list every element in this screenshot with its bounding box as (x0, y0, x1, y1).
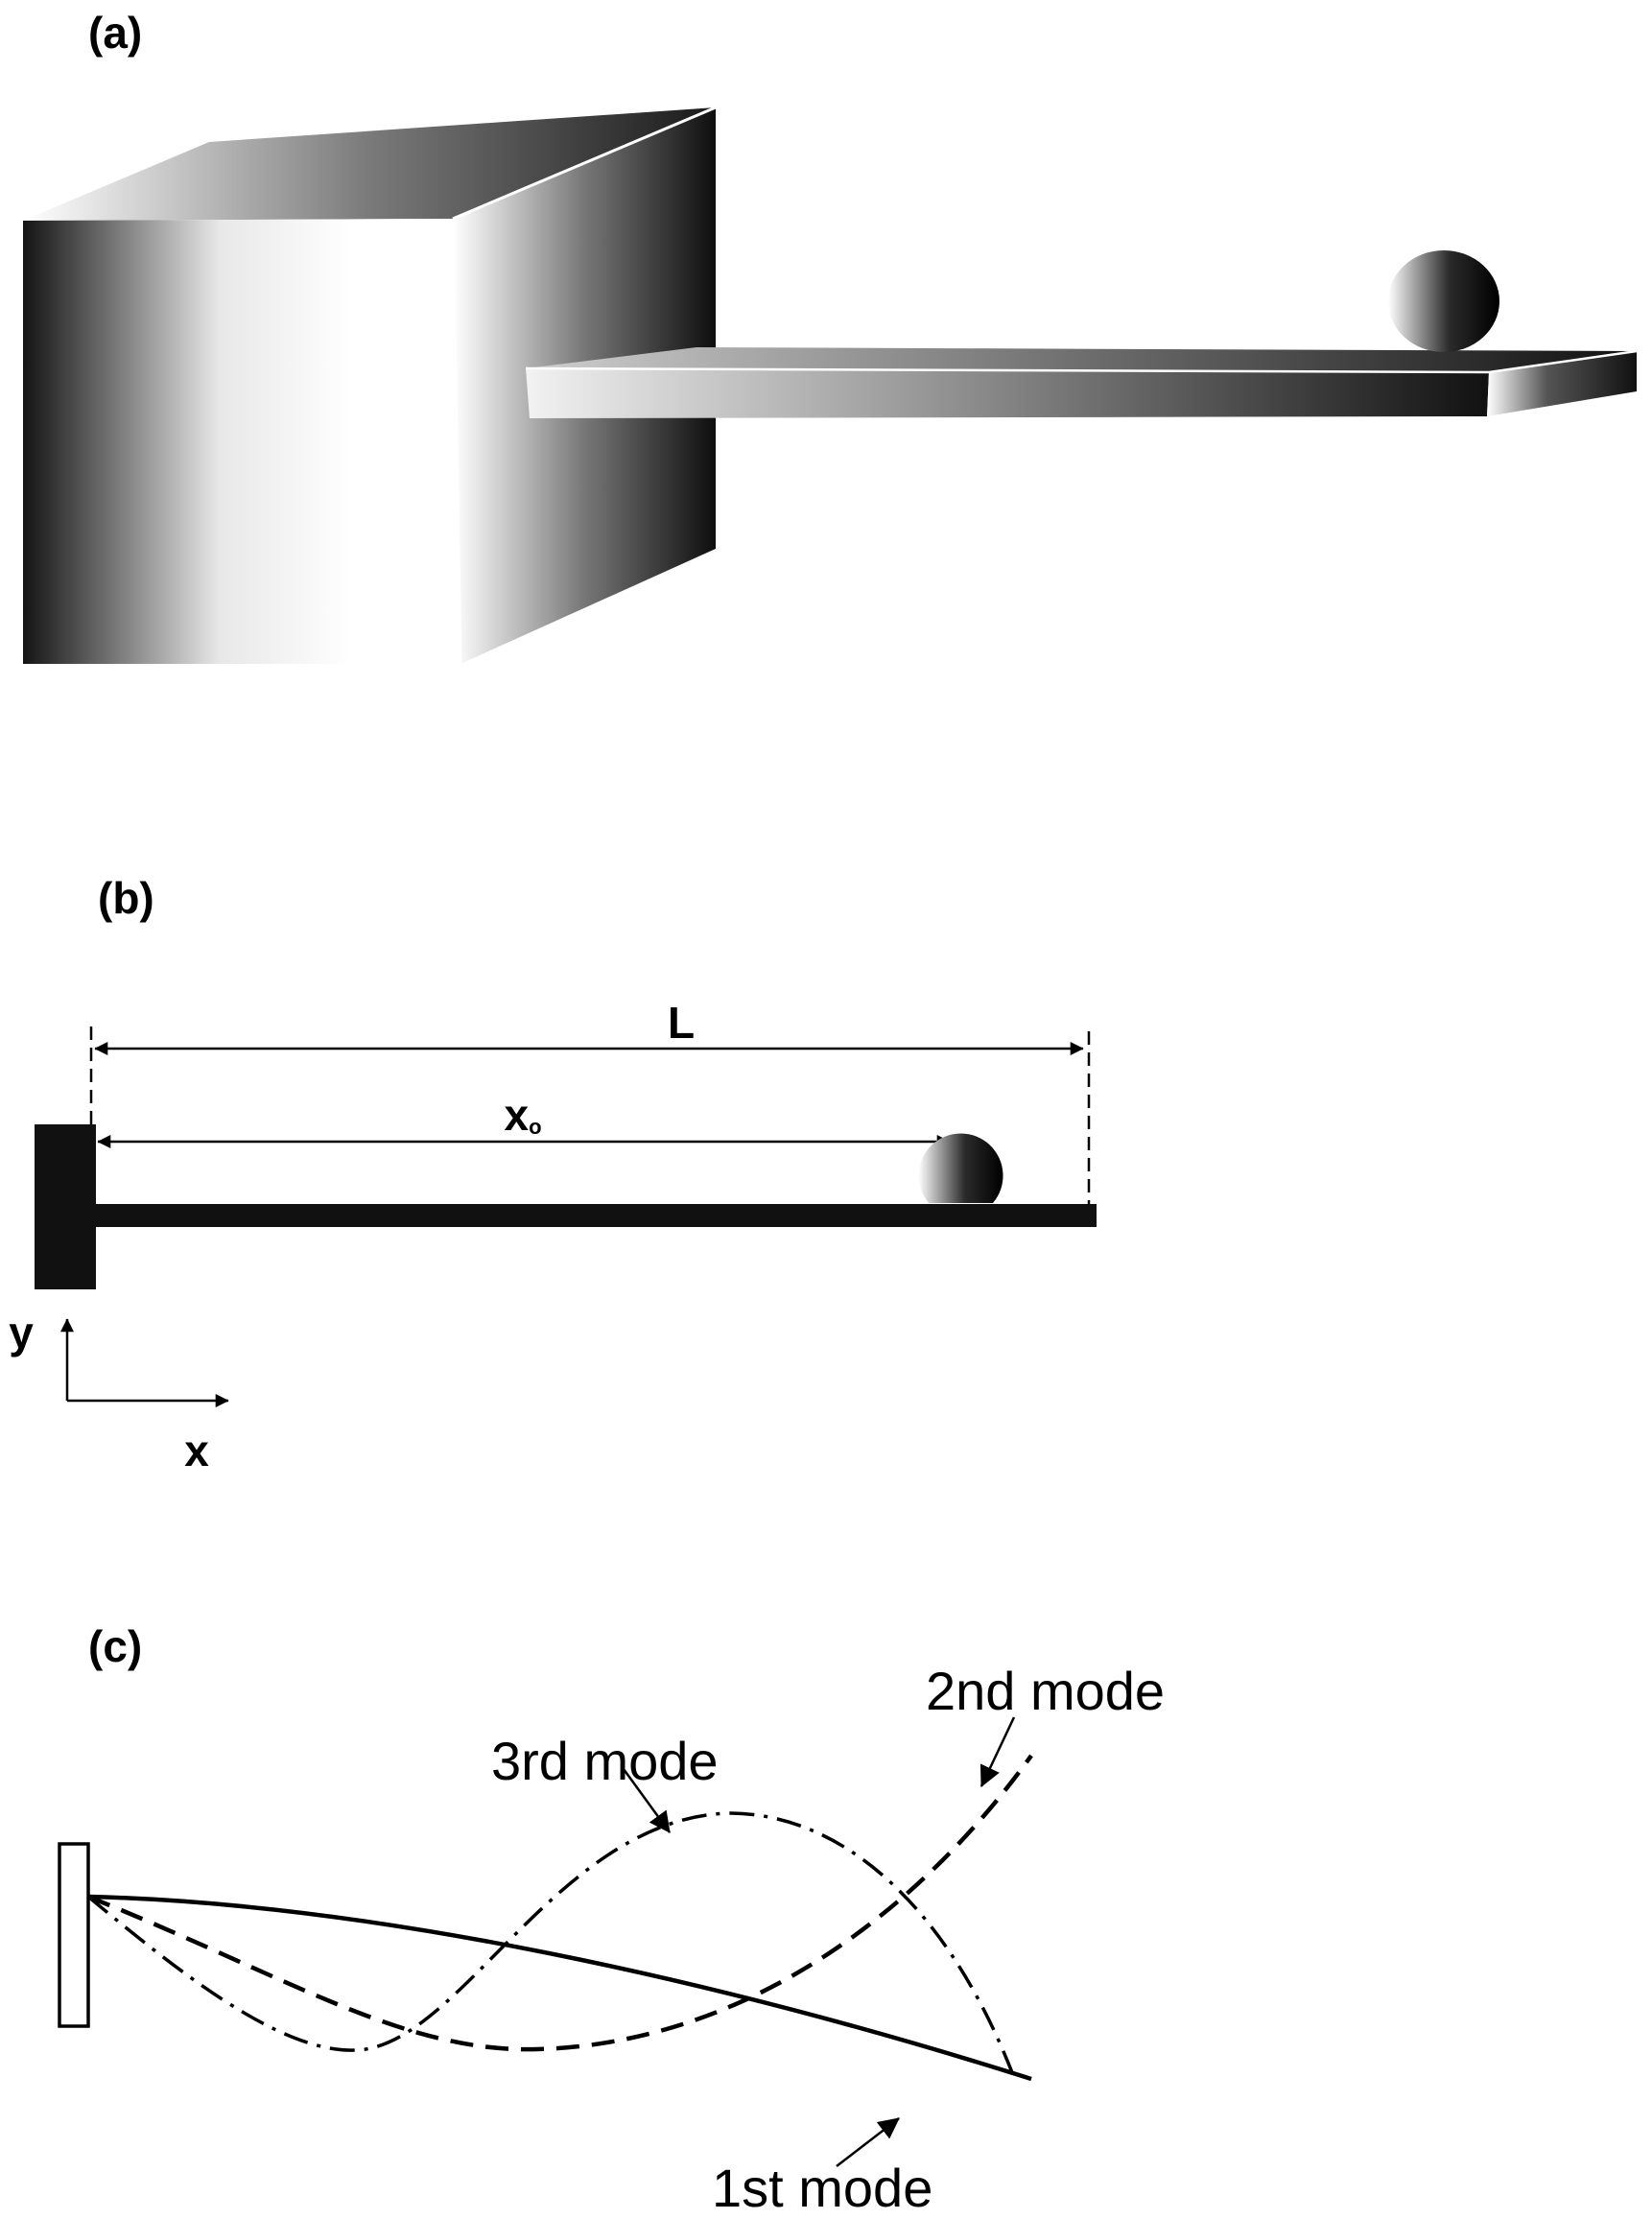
panel-a: (a) (23, 8, 1638, 665)
coordinate-axes: y x (9, 1308, 229, 1475)
mode-2-label: 2nd mode (926, 1661, 1165, 1721)
ball-mass-3d (1388, 250, 1499, 352)
mode-shape-1 (87, 1894, 1032, 2082)
panel-a-label: (a) (88, 8, 142, 58)
panel-b-label: (b) (98, 873, 154, 923)
clamped-support (58, 1842, 90, 2028)
panel-c-label: (c) (88, 1621, 142, 1671)
support-block-top-face (23, 107, 716, 221)
beam-top-face (526, 347, 1637, 372)
mode-3-label: 3rd mode (491, 1731, 719, 1791)
support-block-highlight-edge (452, 106, 717, 221)
x-axis-label: x (184, 1426, 209, 1475)
panel-c: (c) 1st mode 2nd mode 3rd mode (58, 1621, 1165, 2218)
cantilever-beam-3d (525, 347, 1638, 418)
support-block-highlight-edge-vertical (451, 218, 462, 665)
mode-shape-2 (87, 1754, 1033, 2052)
mode-3-pointer-arrow (622, 1768, 672, 1833)
load-position-label-main: x (504, 1090, 529, 1140)
load-position-label-sub: o (529, 1115, 541, 1139)
mode-1-pointer-arrow (836, 2117, 900, 2167)
support-block-front-face (23, 219, 460, 664)
load-position-label: xo (504, 1090, 541, 1140)
mode-1-label: 1st mode (712, 2158, 932, 2218)
y-axis-label: y (9, 1308, 34, 1357)
panel-b: (b) L xo y x (9, 873, 1097, 1475)
beam-highlight-edge (525, 349, 1638, 374)
mode-2-pointer-arrow (979, 1716, 1016, 1787)
beam-front-face (526, 368, 1489, 418)
length-label: L (668, 998, 695, 1048)
ball-mass (918, 1133, 1003, 1203)
wall-support (35, 1124, 96, 1289)
mode-shape-3 (86, 1811, 1017, 2081)
cantilever-beam (94, 1204, 1097, 1227)
